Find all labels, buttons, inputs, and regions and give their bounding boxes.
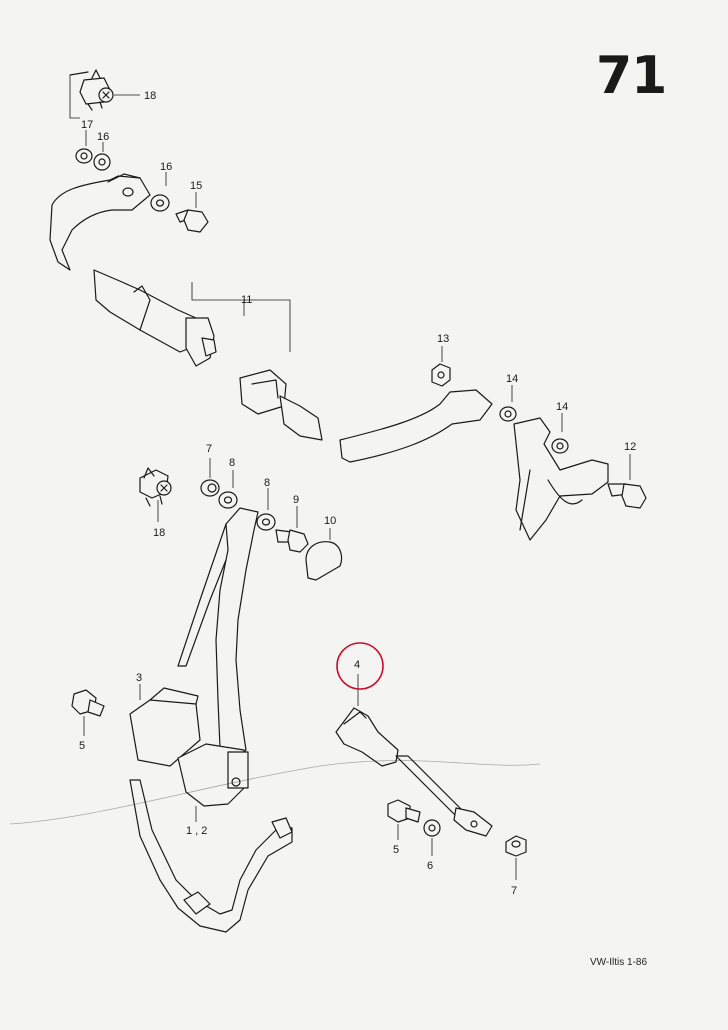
callout-18: 18	[153, 527, 165, 539]
highlight-circle-part-4	[336, 642, 384, 690]
part-7-spacer	[200, 458, 220, 497]
part-11-belt-latch	[93, 269, 323, 441]
callout-14: 14	[506, 373, 518, 385]
callout-8: 8	[229, 457, 235, 469]
callout-16: 16	[160, 161, 172, 173]
callout-5: 5	[393, 844, 399, 856]
part-8-washer-b	[256, 488, 276, 531]
part-15-bolt	[175, 192, 209, 233]
part-8-washer-a	[218, 470, 238, 509]
callout-9: 9	[293, 494, 299, 506]
part-14-washer-b	[551, 413, 569, 454]
footer-reference: VW-Iltis 1-86	[590, 957, 648, 968]
callout-11: 11	[241, 294, 252, 306]
part-14-washer-a	[499, 385, 517, 422]
part-9-bolt	[275, 506, 309, 553]
callout-6: 6	[427, 860, 433, 872]
part-6-washer	[423, 819, 441, 856]
callout-7: 7	[511, 885, 517, 897]
callout-16: 16	[97, 131, 109, 143]
callout-18: 18	[144, 90, 156, 102]
callout-5: 5	[79, 740, 85, 752]
part-12-bolt	[607, 454, 647, 509]
part-anchor-strap-upper	[49, 173, 151, 271]
callout-7: 7	[206, 443, 212, 455]
callout-1-2: 1 , 2	[186, 825, 207, 837]
part-13-nut	[431, 346, 451, 387]
part-18-clip-mid	[139, 467, 172, 522]
part-18-clip-top	[69, 69, 140, 119]
callout-10: 10	[324, 515, 336, 527]
part-16-washer-mid	[150, 172, 170, 212]
callout-12: 12	[624, 441, 636, 453]
part-anchor-strap-right	[339, 389, 609, 541]
part-16-washer-top	[93, 142, 111, 171]
callout-3: 3	[136, 672, 142, 684]
callout-17: 17	[81, 119, 93, 131]
part-7-spacer-lower	[505, 835, 527, 880]
callout-14: 14	[556, 401, 568, 413]
callout-13: 13	[437, 333, 449, 345]
part-17-nut	[75, 130, 93, 164]
part-retractor-belt	[177, 507, 259, 757]
part-10-cap	[305, 528, 343, 581]
page-number: 71	[596, 46, 667, 106]
callout-4: 4	[354, 659, 360, 671]
callout-8: 8	[264, 477, 270, 489]
part-5-bolt-right	[387, 799, 421, 840]
part-4-buckle	[335, 674, 493, 837]
callout-labels: 18 17 16 16 15 11 13 14 14 12 7 8 8 9 10…	[79, 90, 636, 897]
callout-15: 15	[190, 180, 202, 192]
part-5-bolt-left	[71, 689, 105, 736]
part-3-retractor-housing	[129, 684, 249, 807]
part-lower-belt-strap	[129, 779, 293, 933]
